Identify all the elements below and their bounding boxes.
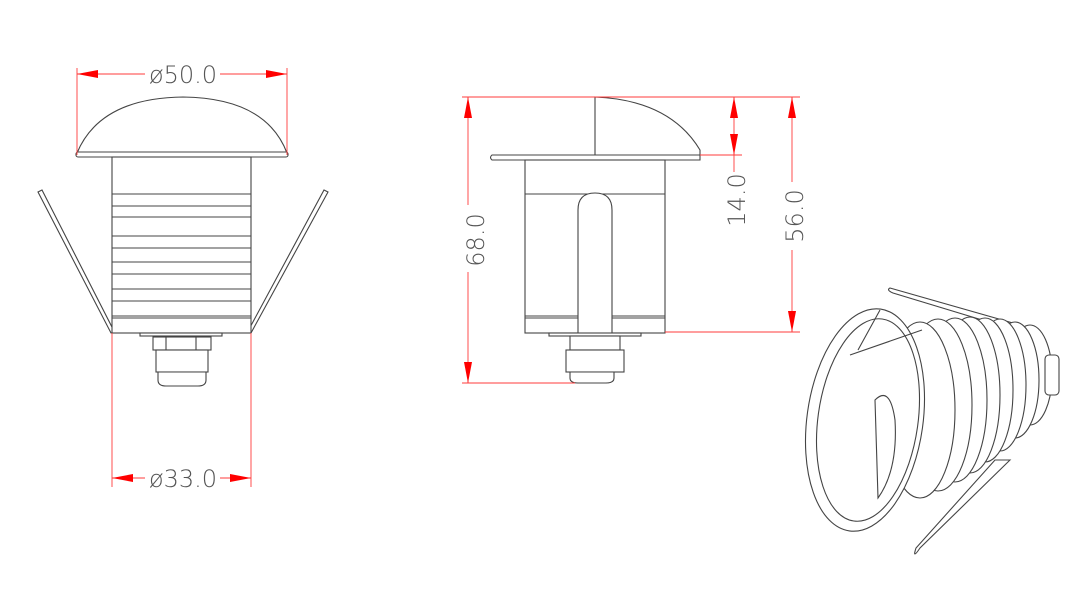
cable-gland-cap	[157, 371, 207, 387]
side-gland-nut	[569, 335, 621, 351]
body-grooves	[112, 193, 251, 319]
dimension-label-14: 14.0	[723, 173, 751, 226]
dimension-50	[76, 68, 288, 155]
dimension-14	[700, 97, 742, 172]
dimension-68	[462, 96, 800, 384]
iso-light-opening	[874, 395, 896, 500]
iso-cable-gland	[1044, 354, 1060, 396]
dimension-33	[111, 333, 252, 487]
front-view: ø50.0 ø33.0	[37, 61, 329, 493]
cable-gland-body	[155, 349, 209, 373]
side-view: 68.0 14.0 56.0	[462, 96, 809, 384]
dome-cap	[76, 96, 288, 154]
cap-flange	[75, 151, 289, 158]
dimension-56	[665, 97, 800, 333]
base-plate	[139, 332, 223, 337]
iso-hood-edge	[849, 309, 923, 356]
right-spring-clip	[246, 189, 329, 334]
iso-face-plate	[804, 308, 926, 532]
cable-gland-nut	[152, 336, 212, 351]
side-flange	[489, 154, 701, 161]
side-gland-body	[565, 349, 625, 373]
dimension-label-68: 68.0	[462, 213, 490, 266]
dimension-label-56: 56.0	[781, 189, 809, 242]
hood	[594, 96, 701, 156]
dimension-label-33: ø33.0	[149, 465, 217, 493]
side-gland-cap	[569, 371, 615, 384]
iso-bottom-clip	[914, 459, 1012, 555]
light-slot	[577, 192, 613, 335]
isometric-view	[804, 287, 1060, 555]
dimension-label-50: ø50.0	[149, 61, 217, 89]
body	[111, 156, 252, 334]
left-spring-clip	[37, 189, 116, 334]
